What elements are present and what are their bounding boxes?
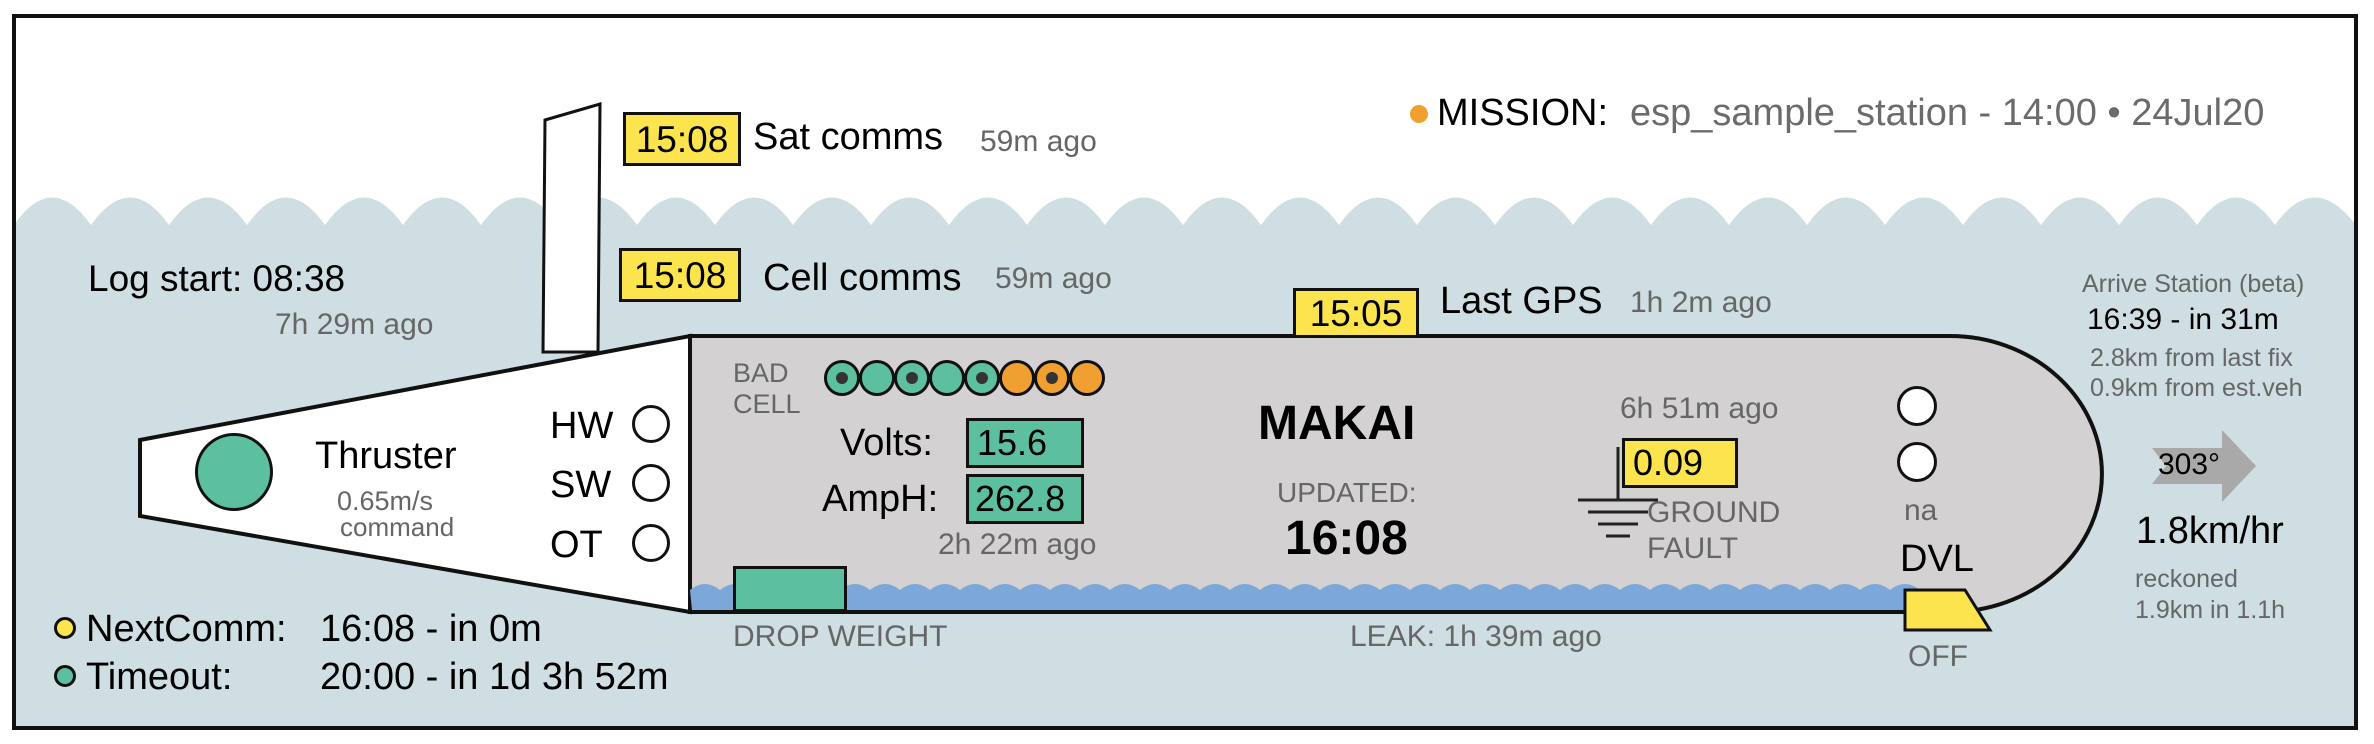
timeout-dot [54, 665, 76, 687]
arrive-station-label: Arrive Station (beta) [2082, 270, 2305, 298]
cell-indicator-icon [894, 360, 930, 396]
thruster-speed: 0.65m/s [337, 486, 434, 516]
cell-indicator-icon [824, 360, 860, 396]
last-gps-label: Last GPS [1440, 280, 1603, 322]
dvl-label: DVL [1900, 538, 1974, 580]
speed-value: 1.8km/hr [2136, 510, 2284, 552]
leak-label: LEAK: 1h 39m ago [1350, 620, 1602, 653]
timeout-label: Timeout: [86, 656, 233, 698]
speed-detail: 1.9km in 1.1h [2135, 596, 2286, 624]
amph-value: 262.8 [966, 474, 1084, 524]
ot-status-icon [632, 524, 670, 562]
dvl-indicator [1903, 588, 1993, 632]
dvl-state: OFF [1908, 640, 1968, 673]
log-start-label: Log start: 08:38 [88, 258, 346, 299]
heading-value: 303° [2158, 448, 2221, 481]
thruster-speed-note: command [340, 512, 455, 542]
last-gps-ago: 1h 2m ago [1630, 286, 1772, 319]
status-circle-2-icon [1897, 442, 1937, 482]
updated-label: UPDATED: [1277, 477, 1417, 508]
cell-indicator-icon [1034, 360, 1070, 396]
thruster-label: Thruster [315, 435, 457, 477]
drop-weight-indicator [733, 566, 847, 612]
arrive-station-from-fix: 2.8km from last fix [2090, 344, 2293, 372]
mission-value[interactable]: esp_sample_station - 14:00 • 24Jul20 [1630, 92, 2265, 134]
arrive-station-eta: 16:39 - in 31m [2087, 303, 2279, 336]
next-comm-dot [54, 617, 76, 639]
volts-value: 15.6 [966, 418, 1084, 468]
mission-status-dot [1410, 105, 1428, 123]
cell-bad-mark-icon [976, 372, 988, 384]
hull [688, 334, 2104, 614]
cell-comms-label: Cell comms [763, 257, 962, 299]
cell-indicator-icon [929, 360, 965, 396]
cell-bad-mark-icon [836, 372, 848, 384]
ground-fault-label-1: GROUND [1647, 496, 1781, 529]
next-comm-value: 16:08 - in 0m [320, 608, 542, 650]
hw-status-icon [632, 405, 670, 443]
cell-indicator-icon [859, 360, 895, 396]
frame [12, 14, 2358, 730]
updated-time: 16:08 [1285, 512, 1408, 565]
timeout-value: 20:00 - in 1d 3h 52m [320, 656, 669, 698]
ground-fault-ago: 6h 51m ago [1620, 392, 1779, 425]
bad-cell-label-2: CELL [733, 389, 801, 419]
na-label: na [1904, 494, 1938, 527]
ground-fault-value: 0.09 [1622, 438, 1738, 488]
sat-comms-ago: 59m ago [980, 125, 1097, 158]
sat-comms-time: 15:08 [623, 112, 741, 166]
ground-icon [1578, 447, 1658, 538]
bad-cell-label-1: BAD [733, 358, 789, 388]
cell-indicator-icon [1069, 360, 1105, 396]
cell-bad-mark-icon [1046, 372, 1058, 384]
speed-note: reckoned [2135, 565, 2238, 593]
mission-label: MISSION: [1437, 92, 1609, 134]
mast [541, 101, 602, 354]
next-comm-label: NextComm: [86, 608, 287, 650]
cell-indicator-icon [964, 360, 1000, 396]
cell-indicator-icon [999, 360, 1035, 396]
cell-comms-time: 15:08 [619, 248, 741, 302]
cell-bad-mark-icon [906, 372, 918, 384]
arrive-station-from-est: 0.9km from est.veh [2090, 374, 2303, 402]
log-start-ago: 7h 29m ago [275, 308, 434, 341]
sat-comms-label: Sat comms [753, 116, 944, 158]
ot-label: OT [550, 524, 603, 566]
sw-status-icon [632, 464, 670, 502]
status-circle-1-icon [1897, 386, 1937, 426]
thruster-icon [195, 433, 273, 511]
amph-label: AmpH: [822, 478, 939, 520]
battery-ago: 2h 22m ago [938, 528, 1097, 561]
cell-comms-ago: 59m ago [995, 262, 1112, 295]
leak-water [690, 584, 1950, 610]
drop-weight-label: DROP WEIGHT [733, 620, 948, 653]
hw-label: HW [550, 405, 614, 447]
vehicle-name: MAKAI [1258, 397, 1416, 450]
heading-arrow-icon [2152, 430, 2256, 502]
sw-label: SW [550, 464, 612, 506]
ground-fault-label-2: FAULT [1647, 532, 1739, 565]
last-gps-time: 15:05 [1293, 288, 1419, 338]
volts-label: Volts: [840, 422, 933, 464]
